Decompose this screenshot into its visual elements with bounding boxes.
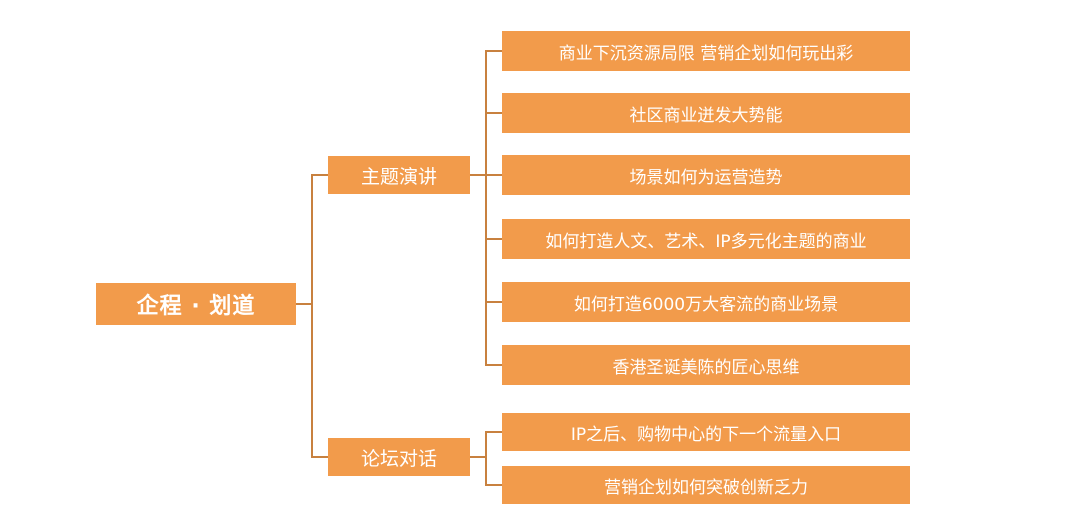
leaf-node: IP之后、购物中心的下一个流量入口 [502, 413, 910, 451]
leaf-node: 香港圣诞美陈的匠心思维 [502, 345, 910, 385]
leaf-node: 社区商业迸发大势能 [502, 93, 910, 133]
leaf-node: 如何打造6000万大客流的商业场景 [502, 282, 910, 322]
branch-node-forum: 论坛对话 [328, 438, 470, 476]
leaf-node: 如何打造人文、艺术、IP多元化主题的商业 [502, 219, 910, 259]
branch-node-keynote: 主题演讲 [328, 156, 470, 194]
root-node: 企程 · 划道 [96, 283, 296, 325]
leaf-node: 营销企划如何突破创新乏力 [502, 466, 910, 504]
leaf-node: 场景如何为运营造势 [502, 155, 910, 195]
leaf-node: 商业下沉资源局限 营销企划如何玩出彩 [502, 31, 910, 71]
